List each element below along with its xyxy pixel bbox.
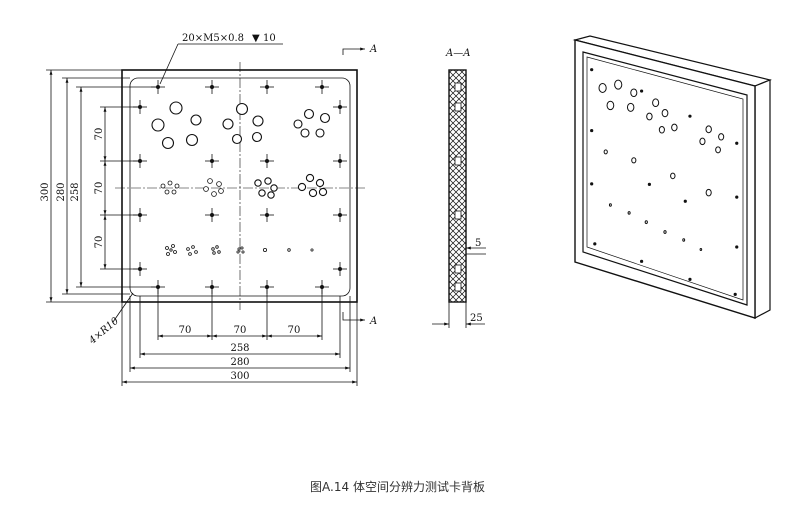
section-marker-bottom: A <box>369 316 377 327</box>
dim-258-left: 258 <box>70 182 81 201</box>
section-thread <box>454 102 462 112</box>
iso-hole <box>608 203 612 207</box>
dim-5: 5 <box>475 238 481 249</box>
section-thread <box>454 82 462 92</box>
iso-hole <box>631 157 637 164</box>
iso-tapped-hole <box>640 89 644 93</box>
iso-hole <box>598 82 607 93</box>
thread-note: 20×M5×0.8 <box>182 33 244 44</box>
iso-hole <box>646 112 653 121</box>
dim-280-left: 280 <box>56 182 67 201</box>
iso-tapped-hole <box>683 199 687 203</box>
iso-hole <box>671 123 678 132</box>
iso-hole <box>718 133 725 141</box>
corner-radius-label: 4×R10 <box>86 315 121 347</box>
iso-hole <box>658 126 665 134</box>
iso-hole <box>699 137 706 146</box>
isometric-holes <box>590 68 739 297</box>
iso-hole <box>603 149 608 155</box>
isometric-view <box>572 35 772 319</box>
tapped-hole <box>210 85 214 89</box>
iso-hole <box>661 109 669 118</box>
section-title: A—A <box>445 48 470 59</box>
iso-hole <box>715 146 721 154</box>
bottom-dimensions: 70 70 70 258 280 300 <box>121 287 358 386</box>
plate-outline <box>121 69 358 303</box>
dim-70-bottom-1: 70 <box>179 325 192 336</box>
iso-hole <box>652 98 660 107</box>
dim-280-bottom: 280 <box>230 357 249 368</box>
tapped-hole <box>210 213 214 217</box>
dim-258-bottom: 258 <box>230 343 249 354</box>
iso-hole <box>705 188 712 197</box>
section-thread <box>454 210 462 220</box>
iso-hole <box>670 172 676 180</box>
tapped-hole <box>338 267 342 271</box>
iso-hole <box>614 79 623 90</box>
iso-hole <box>682 238 686 242</box>
thread-depth-symbol: ▼ <box>252 33 260 44</box>
tapped-hole <box>338 105 342 109</box>
dim-25: 25 <box>470 313 483 324</box>
iso-hole <box>626 102 635 112</box>
iso-tapped-hole <box>735 245 739 249</box>
iso-hole <box>663 230 667 234</box>
iso-tapped-hole <box>640 259 644 263</box>
dim-70-left-1: 70 <box>94 128 105 141</box>
iso-tapped-hole <box>590 182 594 186</box>
tapped-hole <box>320 85 324 89</box>
iso-tapped-hole <box>735 141 739 145</box>
dim-70-left-3: 70 <box>94 236 105 249</box>
iso-tapped-hole <box>590 68 594 72</box>
iso-tapped-hole <box>688 277 692 281</box>
dim-70-bottom-3: 70 <box>288 325 301 336</box>
dim-70-bottom-2: 70 <box>234 325 247 336</box>
iso-hole <box>627 211 631 215</box>
iso-hole <box>630 88 638 98</box>
tapped-hole <box>265 213 269 217</box>
tapped-holes <box>133 80 347 294</box>
dim-300-left: 300 <box>40 182 51 201</box>
section-thread <box>454 156 462 166</box>
tapped-hole <box>210 159 214 163</box>
iso-tapped-hole <box>735 195 739 199</box>
iso-hole <box>644 220 648 225</box>
section-threads <box>454 82 462 292</box>
iso-hole <box>606 100 615 111</box>
iso-tapped-hole <box>733 292 737 297</box>
section-thread <box>454 264 462 274</box>
figure-caption: 图A.14 体空间分辨力测试卡背板 <box>310 480 485 494</box>
iso-tapped-hole <box>688 114 692 118</box>
dim-70-left-2: 70 <box>94 182 105 195</box>
tapped-hole <box>338 213 342 217</box>
iso-tapped-hole <box>590 128 594 133</box>
iso-hole <box>705 125 712 134</box>
tapped-hole <box>338 159 342 163</box>
iso-hole <box>699 247 703 251</box>
section-view: A—A 5 25 <box>432 48 486 328</box>
tapped-hole <box>265 85 269 89</box>
tapped-hole <box>265 159 269 163</box>
thread-depth: 10 <box>263 33 276 44</box>
left-dimensions: 300 280 258 70 70 70 <box>40 69 158 303</box>
iso-tapped-hole <box>647 182 652 186</box>
dim-300-bottom: 300 <box>230 371 249 382</box>
iso-tapped-hole <box>593 242 597 246</box>
large-holes <box>151 101 331 256</box>
section-thread <box>454 282 462 292</box>
section-marker-top: A <box>369 44 377 55</box>
